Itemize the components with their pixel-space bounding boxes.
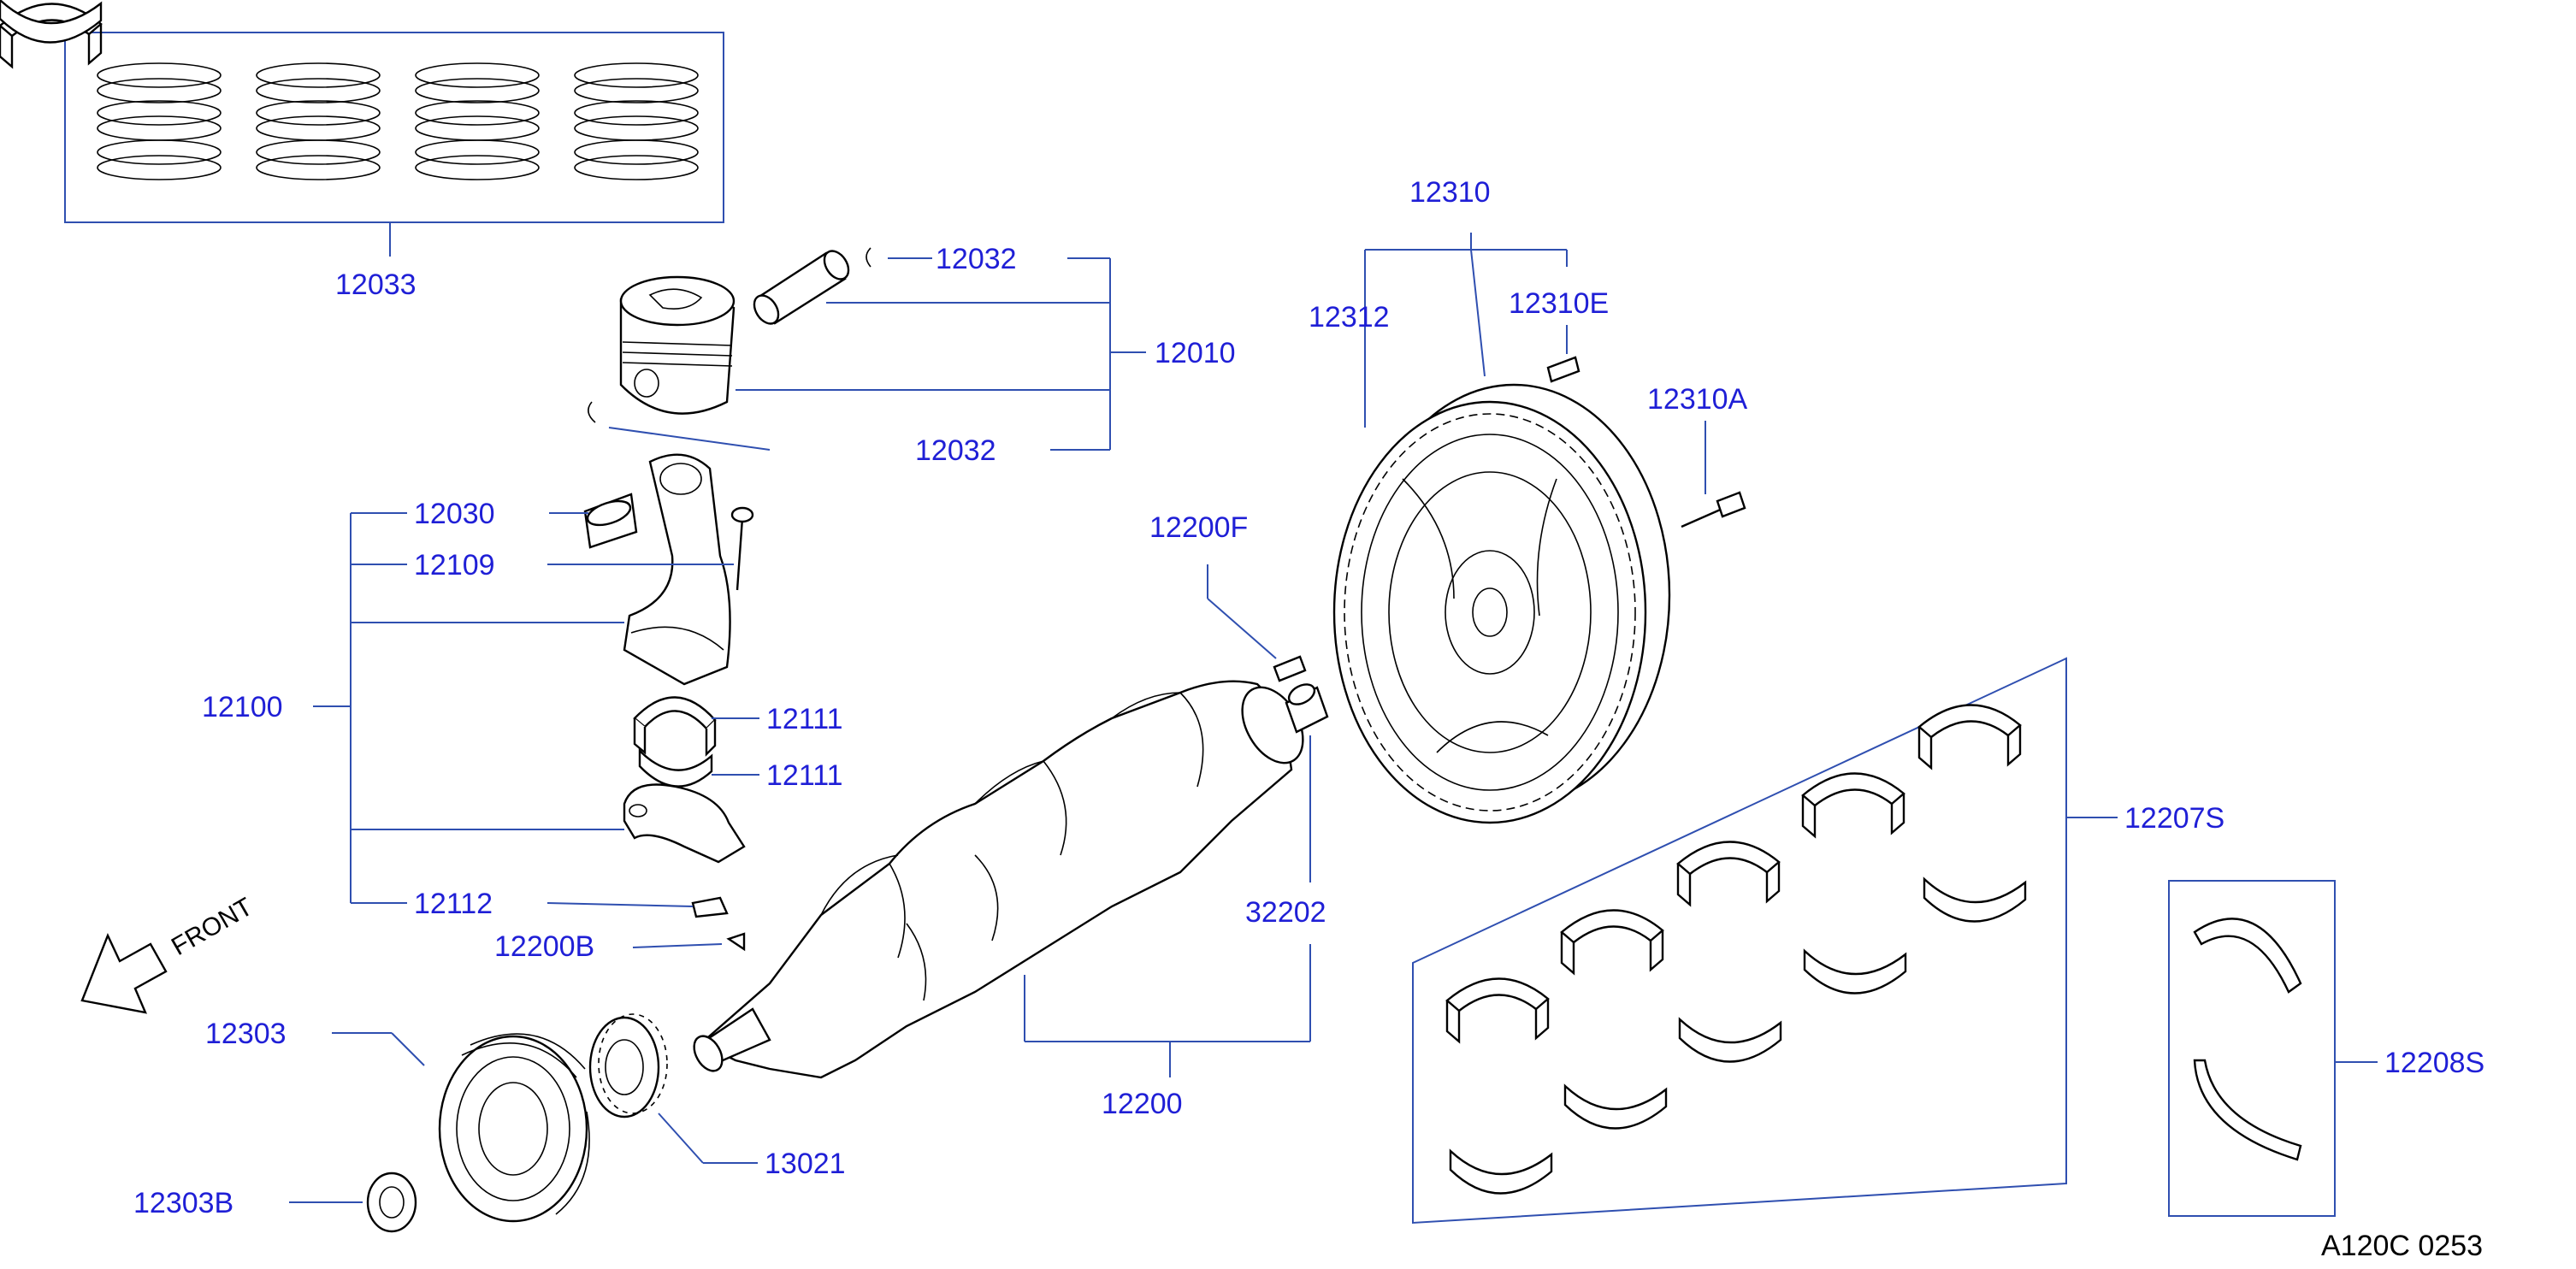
front-arrow-icon [80,932,168,1014]
flywheel [1332,383,1671,824]
callout-12032-lower: 12032 [915,434,996,467]
con-rod-nut [691,896,729,918]
snap-ring-icon [588,401,596,423]
thrust-washer-set [2168,880,2336,1217]
callout-12310E: 12310E [1509,287,1609,320]
callout-12111-upper: 12111 [766,703,843,735]
con-rod-cap [623,783,746,864]
con-rod-bearing-lower [638,748,713,788]
callout-12310: 12310 [1409,176,1491,209]
diagram-reference-code: A120C 0253 [2321,1230,2483,1262]
callout-12312: 12312 [1309,301,1390,333]
callout-12100: 12100 [202,691,283,723]
piston-pin [753,250,850,325]
callout-12033: 12033 [335,269,417,301]
con-rod-bearing-upper [633,696,717,757]
main-bearing-set [0,0,2067,1225]
callout-32202: 32202 [1245,896,1326,929]
crank-pulley [438,1033,590,1223]
callout-12208S: 12208S [2384,1047,2484,1079]
flywheel-bolt [1681,491,1746,528]
woodruff-key [726,932,746,952]
pilot-bushing [1285,683,1329,734]
crank-sprocket [588,1013,668,1118]
callout-12032-upper: 12032 [936,243,1017,275]
dowel-pin [1273,655,1307,682]
callout-12207S: 12207S [2124,802,2224,835]
front-label: FRONT [167,893,257,961]
callout-12303B: 12303B [133,1187,233,1219]
crankshaft [693,680,1304,1079]
callout-13021: 13021 [765,1148,846,1180]
callout-12111-lower: 12111 [766,759,843,792]
piston-ring-set [64,32,724,223]
callout-12109: 12109 [414,549,495,581]
snap-ring-icon [866,247,871,268]
callout-12200F: 12200F [1149,511,1248,544]
flywheel-dowel [1546,356,1580,383]
callout-12200B: 12200B [494,930,594,963]
callout-12310A: 12310A [1647,383,1748,416]
callout-12200: 12200 [1102,1088,1183,1120]
callout-12030: 12030 [414,498,495,530]
callout-12010: 12010 [1155,337,1236,369]
callout-12112: 12112 [414,888,493,920]
connecting-rod [623,453,731,686]
callout-12303: 12303 [205,1018,287,1050]
con-rod-bushing [583,493,638,549]
con-rod-bolt [730,506,754,591]
pulley-nut [366,1172,417,1233]
piston [619,275,736,415]
